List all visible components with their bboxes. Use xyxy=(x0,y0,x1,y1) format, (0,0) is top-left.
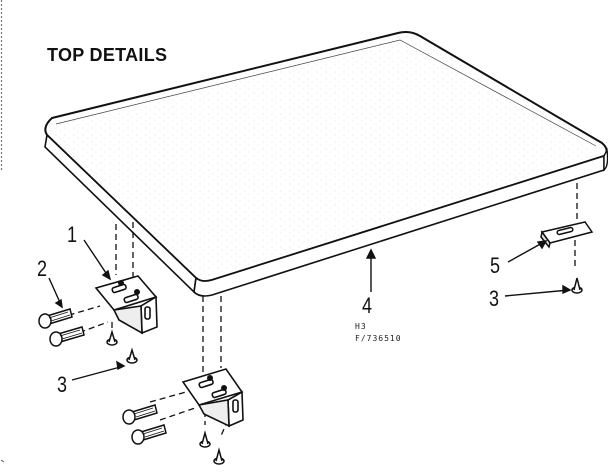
callout-5-clip: 5 xyxy=(490,253,501,278)
wood-screws xyxy=(106,277,583,465)
callout-3-screw-right: 3 xyxy=(489,286,500,311)
assembly-guide-lines xyxy=(58,183,578,439)
callout-1-bracket: 1 xyxy=(67,222,78,247)
part-code-line1: H3 xyxy=(355,322,367,331)
table-top-clip xyxy=(540,221,594,249)
callout-2-bolt: 2 xyxy=(37,256,48,281)
callout-4-top-panel: 4 xyxy=(362,293,373,318)
corner-bracket-front xyxy=(181,368,244,428)
corner-bracket-left xyxy=(94,275,158,335)
top-panel xyxy=(44,31,608,297)
carriage-bolts xyxy=(38,308,167,445)
part-code-line2: F/736510 xyxy=(355,334,402,343)
scan-mark xyxy=(0,459,5,463)
callout-leaders xyxy=(48,239,572,381)
diagram-title: TOP DETAILS xyxy=(47,45,168,65)
callout-3-screw-left: 3 xyxy=(57,372,68,397)
